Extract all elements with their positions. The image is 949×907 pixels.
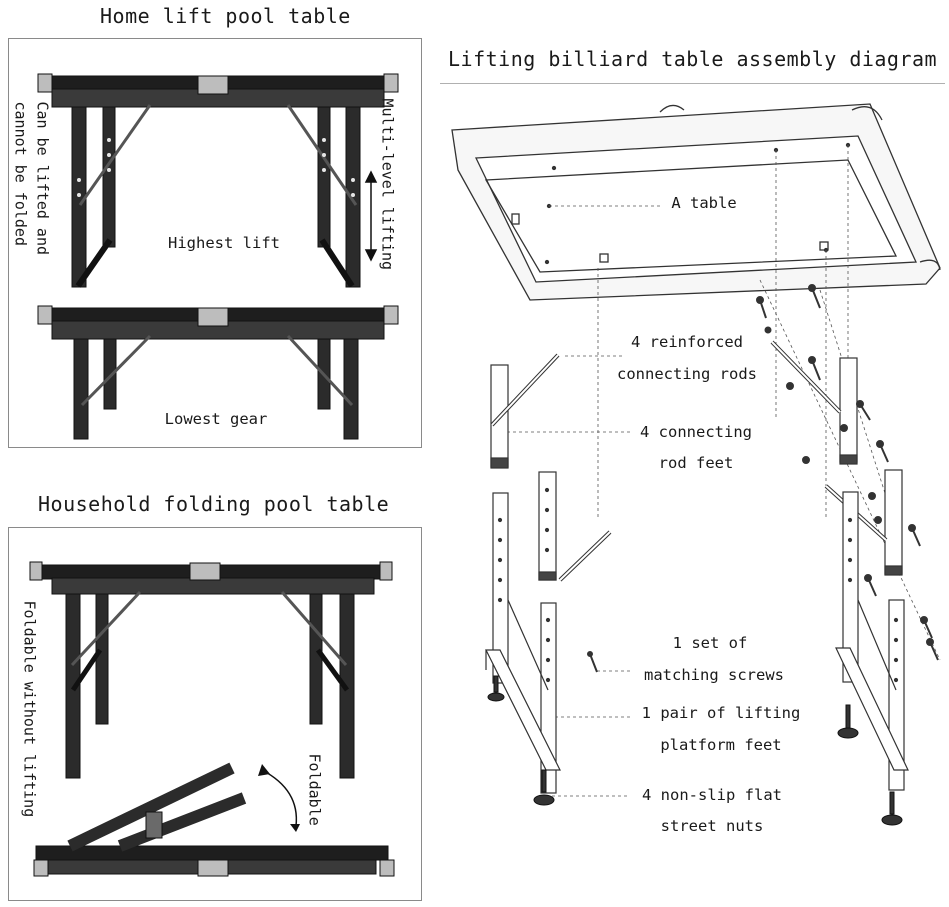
rod-feet-label-1: 4 connecting bbox=[640, 423, 752, 441]
rod-feet-label-2: rod feet bbox=[658, 454, 734, 472]
highest-lift-label: Highest lift bbox=[168, 234, 280, 252]
table-frame bbox=[451, 103, 941, 301]
lift-table-lowest bbox=[37, 305, 399, 440]
platform-label-1: 1 pair of lifting bbox=[641, 704, 801, 722]
assembly-title: Lifting billiard table assembly diagram bbox=[448, 47, 938, 71]
platform-feet-left bbox=[485, 487, 561, 794]
rod-feet-left bbox=[490, 353, 612, 582]
nut-icon-right bbox=[837, 704, 903, 826]
platform-feet-right bbox=[835, 491, 909, 791]
bolt-icons bbox=[756, 284, 939, 661]
table-label: A table bbox=[671, 194, 737, 212]
folding-table-title: Household folding pool table bbox=[38, 492, 390, 516]
platform-label-2: platform feet bbox=[660, 736, 782, 754]
nut-icon-left bbox=[487, 675, 555, 806]
screws-label-2: matching screws bbox=[644, 666, 784, 684]
lowest-gear-label: Lowest gear bbox=[164, 410, 268, 428]
nuts-label-2: street nuts bbox=[660, 817, 764, 835]
assembly-title-rule bbox=[440, 83, 945, 84]
rods-label-1: 4 reinforced bbox=[631, 333, 743, 351]
lift-table-highest bbox=[37, 73, 399, 288]
screw-icon bbox=[587, 651, 598, 673]
lift-arrow-icon bbox=[364, 170, 378, 262]
screws-label-1: 1 set of bbox=[672, 634, 748, 652]
nuts-label-1: 4 non-slip flat bbox=[642, 786, 782, 804]
rods-label-2: connecting rods bbox=[617, 365, 757, 383]
lift-table-title: Home lift pool table bbox=[100, 4, 351, 28]
rod-feet-right bbox=[770, 340, 903, 576]
